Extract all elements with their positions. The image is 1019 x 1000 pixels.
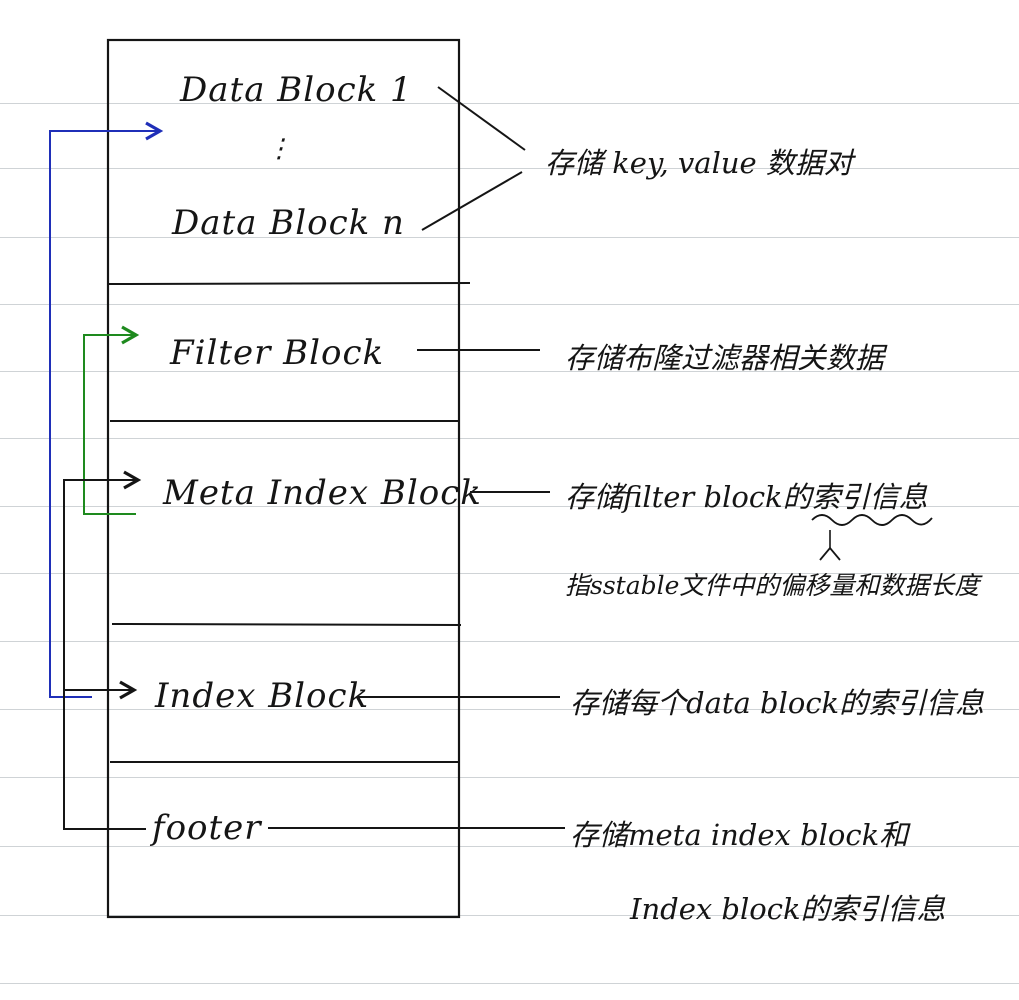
note-meta-index-block: 存储filter block的索引信息 (565, 480, 928, 514)
note-footer-line-1: 存储meta index block和 (570, 818, 909, 852)
arrow-footer-to-meta (63, 470, 146, 830)
note-filter-block: 存储布隆过滤器相关数据 (565, 341, 885, 375)
arrow-meta-to-filter (83, 325, 140, 515)
insert-caret (819, 546, 841, 561)
divider-data-filter (107, 282, 471, 285)
data-block-1-label: Data Block 1 (180, 70, 413, 110)
note-index-block: 存储每个data block的索引信息 (570, 686, 985, 720)
data-block-n-label: Data Block n (172, 203, 405, 243)
note-offset-length: 指sstable文件中的偏移量和数据长度 (565, 571, 980, 600)
note-data-blocks: 存储 key, value 数据对 (545, 146, 853, 180)
filter-block-label: Filter Block (170, 333, 385, 373)
arrow-index-to-data (49, 121, 164, 698)
leader-data-block-n (421, 171, 523, 231)
data-ellipsis: ⋮ (266, 134, 293, 164)
divider-meta-index (111, 623, 462, 626)
leader-data-block-1 (437, 86, 526, 151)
footer-label: footer (152, 808, 262, 848)
sstable-outline (106, 38, 461, 919)
index-block-label: Index Block (155, 676, 370, 716)
note-footer-line-2: Index block的索引信息 (630, 892, 946, 926)
squiggle-underline (811, 514, 933, 526)
meta-index-block-label: Meta Index Block (163, 473, 482, 513)
